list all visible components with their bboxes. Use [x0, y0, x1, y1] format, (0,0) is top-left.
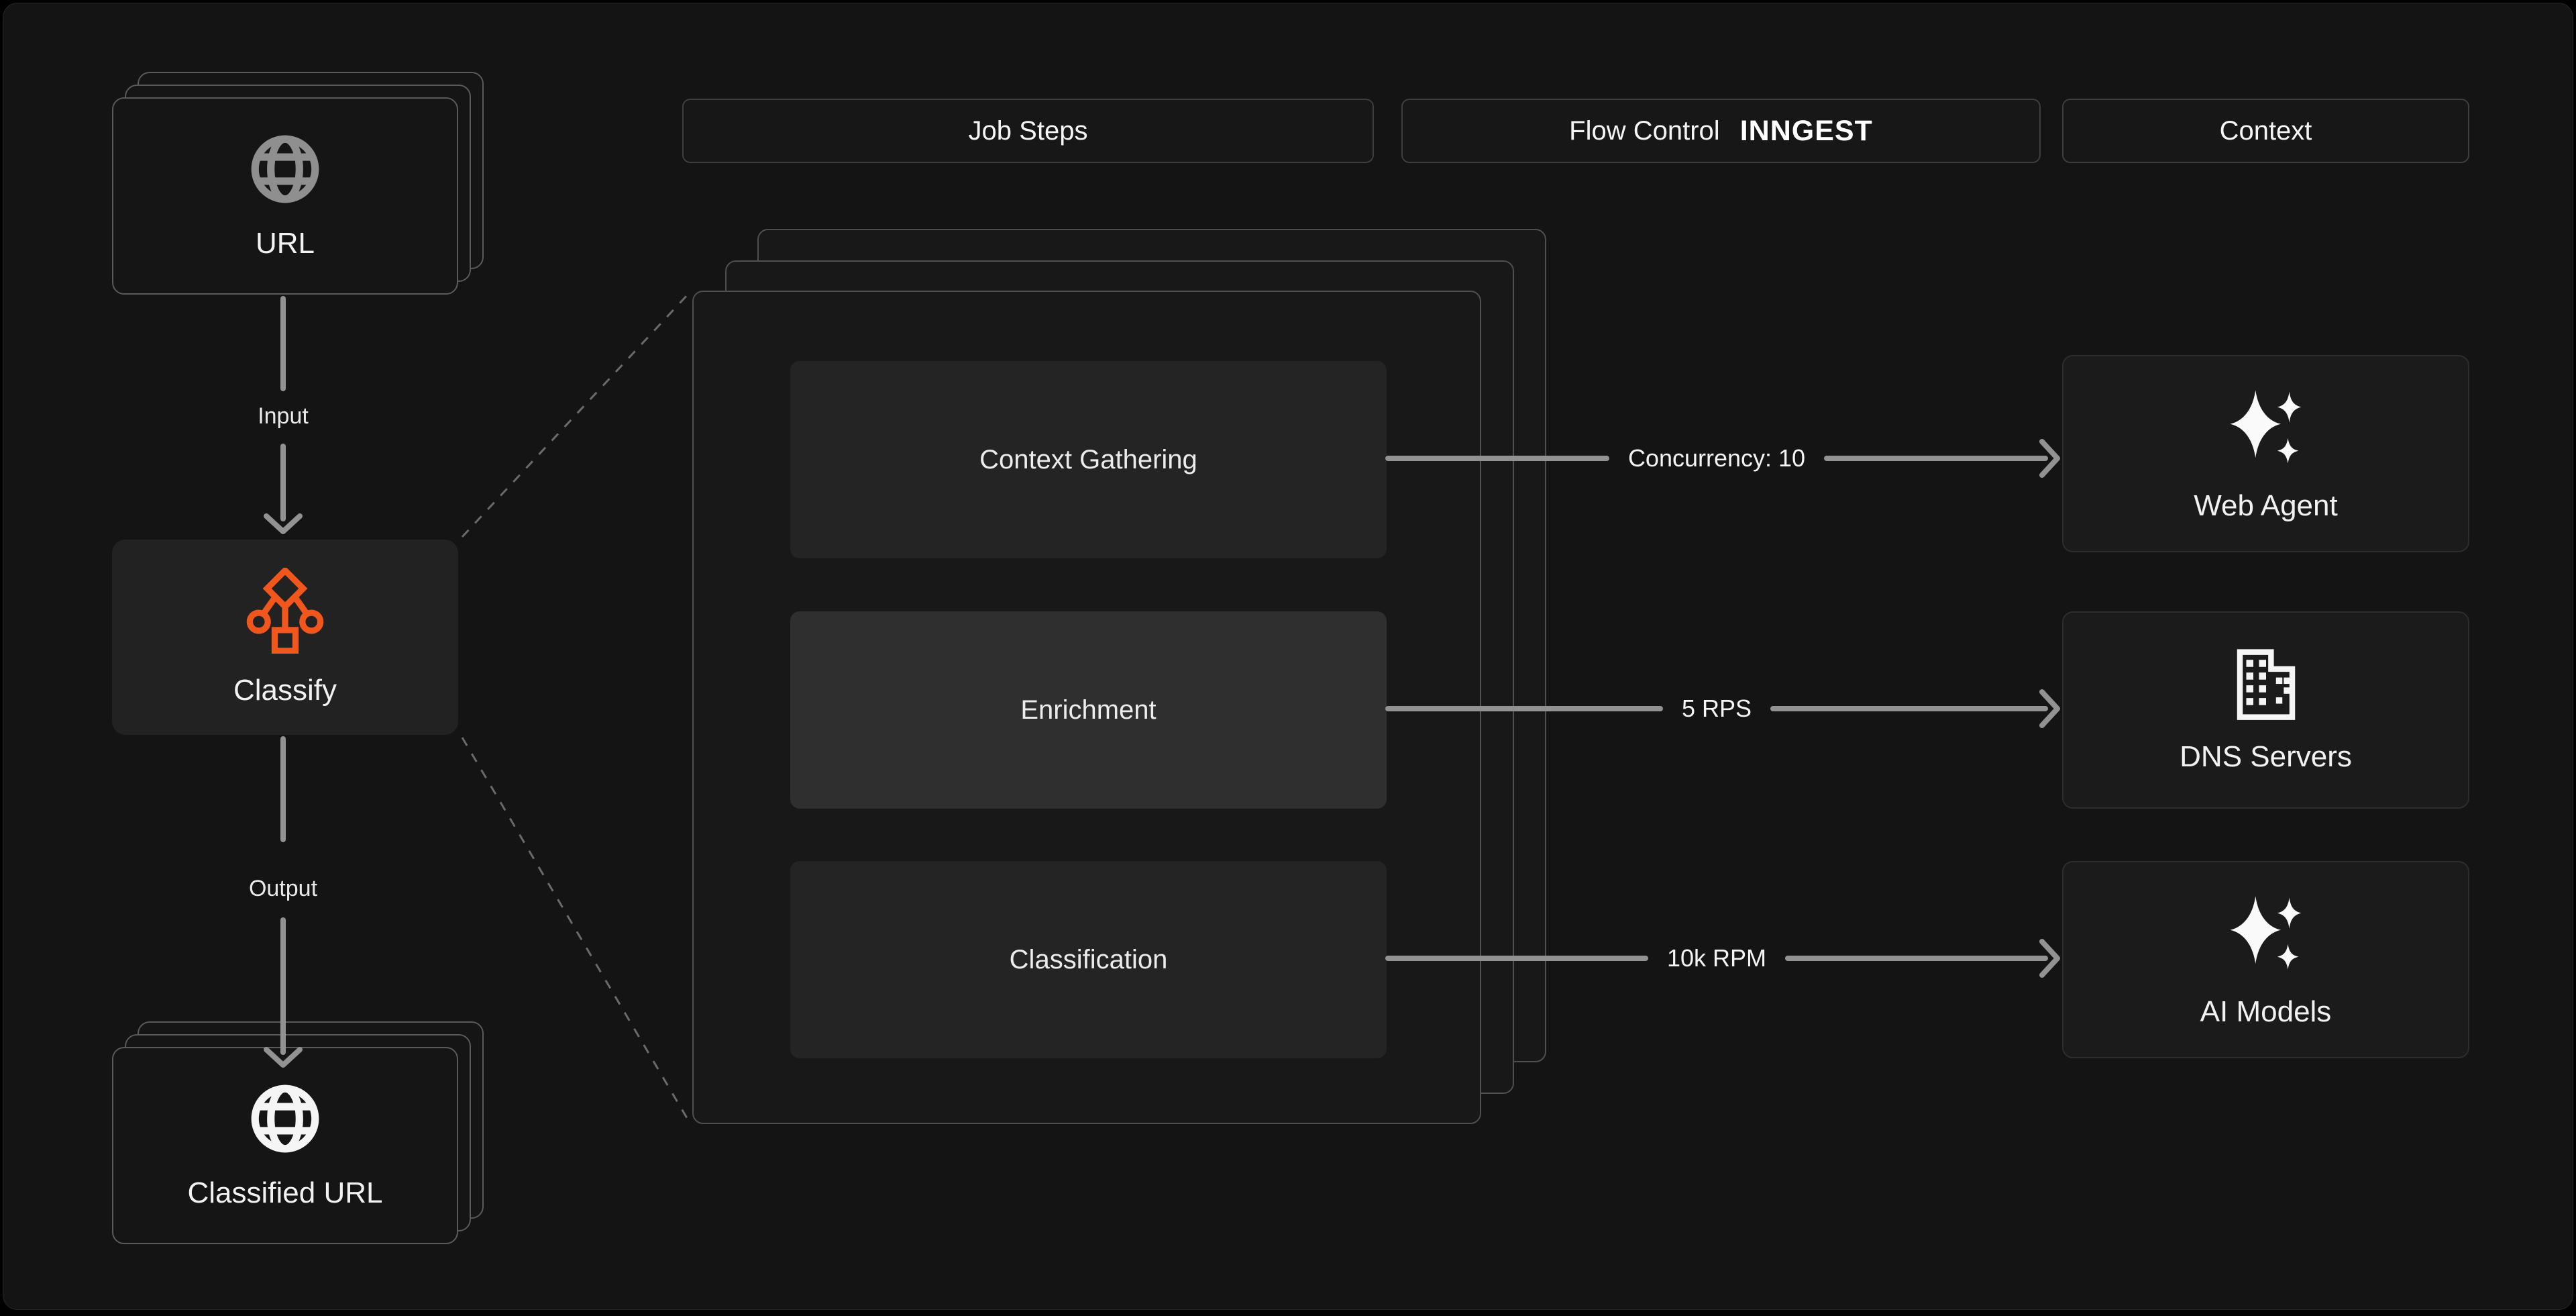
job-step-classification: Classification	[790, 861, 1387, 1058]
sparkles-icon	[2229, 390, 2301, 464]
header-label: Flow Control	[1569, 115, 1720, 146]
building-icon	[2237, 649, 2295, 720]
flow-edge-concurrency: Concurrency: 10	[1385, 437, 2060, 480]
job-panel-front: Context Gathering Enrichment Classificat…	[692, 291, 1481, 1124]
flow-edge-line	[1770, 706, 2049, 711]
job-step-enrichment: Enrichment	[790, 611, 1387, 809]
step-label: Classification	[1009, 944, 1168, 974]
node-label: Classified URL	[187, 1176, 383, 1209]
chevron-down-icon	[264, 1047, 303, 1068]
header-flow-control: Flow Control INNGEST	[1401, 99, 2041, 163]
header-job-steps: Job Steps	[682, 99, 1374, 163]
output-edge-line	[280, 917, 286, 1055]
sparkles-icon	[2229, 896, 2301, 970]
node-label: DNS Servers	[2180, 740, 2352, 773]
classify-node: Classify	[112, 540, 458, 735]
flow-edge-line	[1785, 956, 2049, 961]
chevron-right-icon	[2039, 939, 2060, 978]
decision-tree-icon	[246, 567, 324, 654]
input-edge-label: Input	[258, 403, 309, 429]
flow-edge-label: 10k RPM	[1666, 944, 1767, 972]
flow-edge-rpm: 10k RPM	[1385, 937, 2060, 980]
chevron-right-icon	[2039, 689, 2060, 728]
node-label: Classify	[233, 673, 337, 707]
node-label: URL	[255, 227, 315, 260]
dns-servers-node: DNS Servers	[2062, 611, 2469, 809]
web-agent-node: Web Agent	[2062, 355, 2469, 552]
job-step-context-gathering: Context Gathering	[790, 361, 1387, 558]
flow-edge-label: 5 RPS	[1681, 695, 1752, 722]
header-context: Context	[2062, 99, 2469, 163]
classified-url-node: Classified URL	[112, 1047, 458, 1244]
chevron-down-icon	[264, 513, 303, 534]
flow-edge-line	[1385, 456, 1609, 461]
header-label: Context	[2219, 115, 2312, 146]
url-node: URL	[112, 97, 458, 295]
dashed-connector-lines	[461, 292, 690, 1122]
node-label: Web Agent	[2194, 489, 2338, 522]
step-label: Enrichment	[1020, 695, 1157, 725]
ai-models-node: AI Models	[2062, 861, 2469, 1058]
globe-icon	[251, 135, 319, 203]
flow-edge-label: Concurrency: 10	[1627, 444, 1806, 472]
chevron-right-icon	[2039, 439, 2060, 478]
header-label: Job Steps	[968, 115, 1088, 146]
output-edge-label: Output	[248, 876, 318, 901]
diagram-canvas: Job Steps Flow Control INNGEST Context U…	[3, 3, 2573, 1310]
flow-edge-line	[1385, 956, 1648, 961]
flow-edge-line	[1824, 456, 2049, 461]
flow-edge-rps: 5 RPS	[1385, 687, 2060, 730]
output-edge-line	[280, 736, 286, 842]
globe-icon	[251, 1084, 319, 1153]
input-edge-line	[280, 444, 286, 521]
step-label: Context Gathering	[979, 444, 1197, 474]
node-label: AI Models	[2200, 995, 2332, 1028]
inngest-logo: INNGEST	[1739, 114, 1873, 147]
flow-edge-line	[1385, 706, 1663, 711]
input-edge-line	[280, 296, 286, 391]
